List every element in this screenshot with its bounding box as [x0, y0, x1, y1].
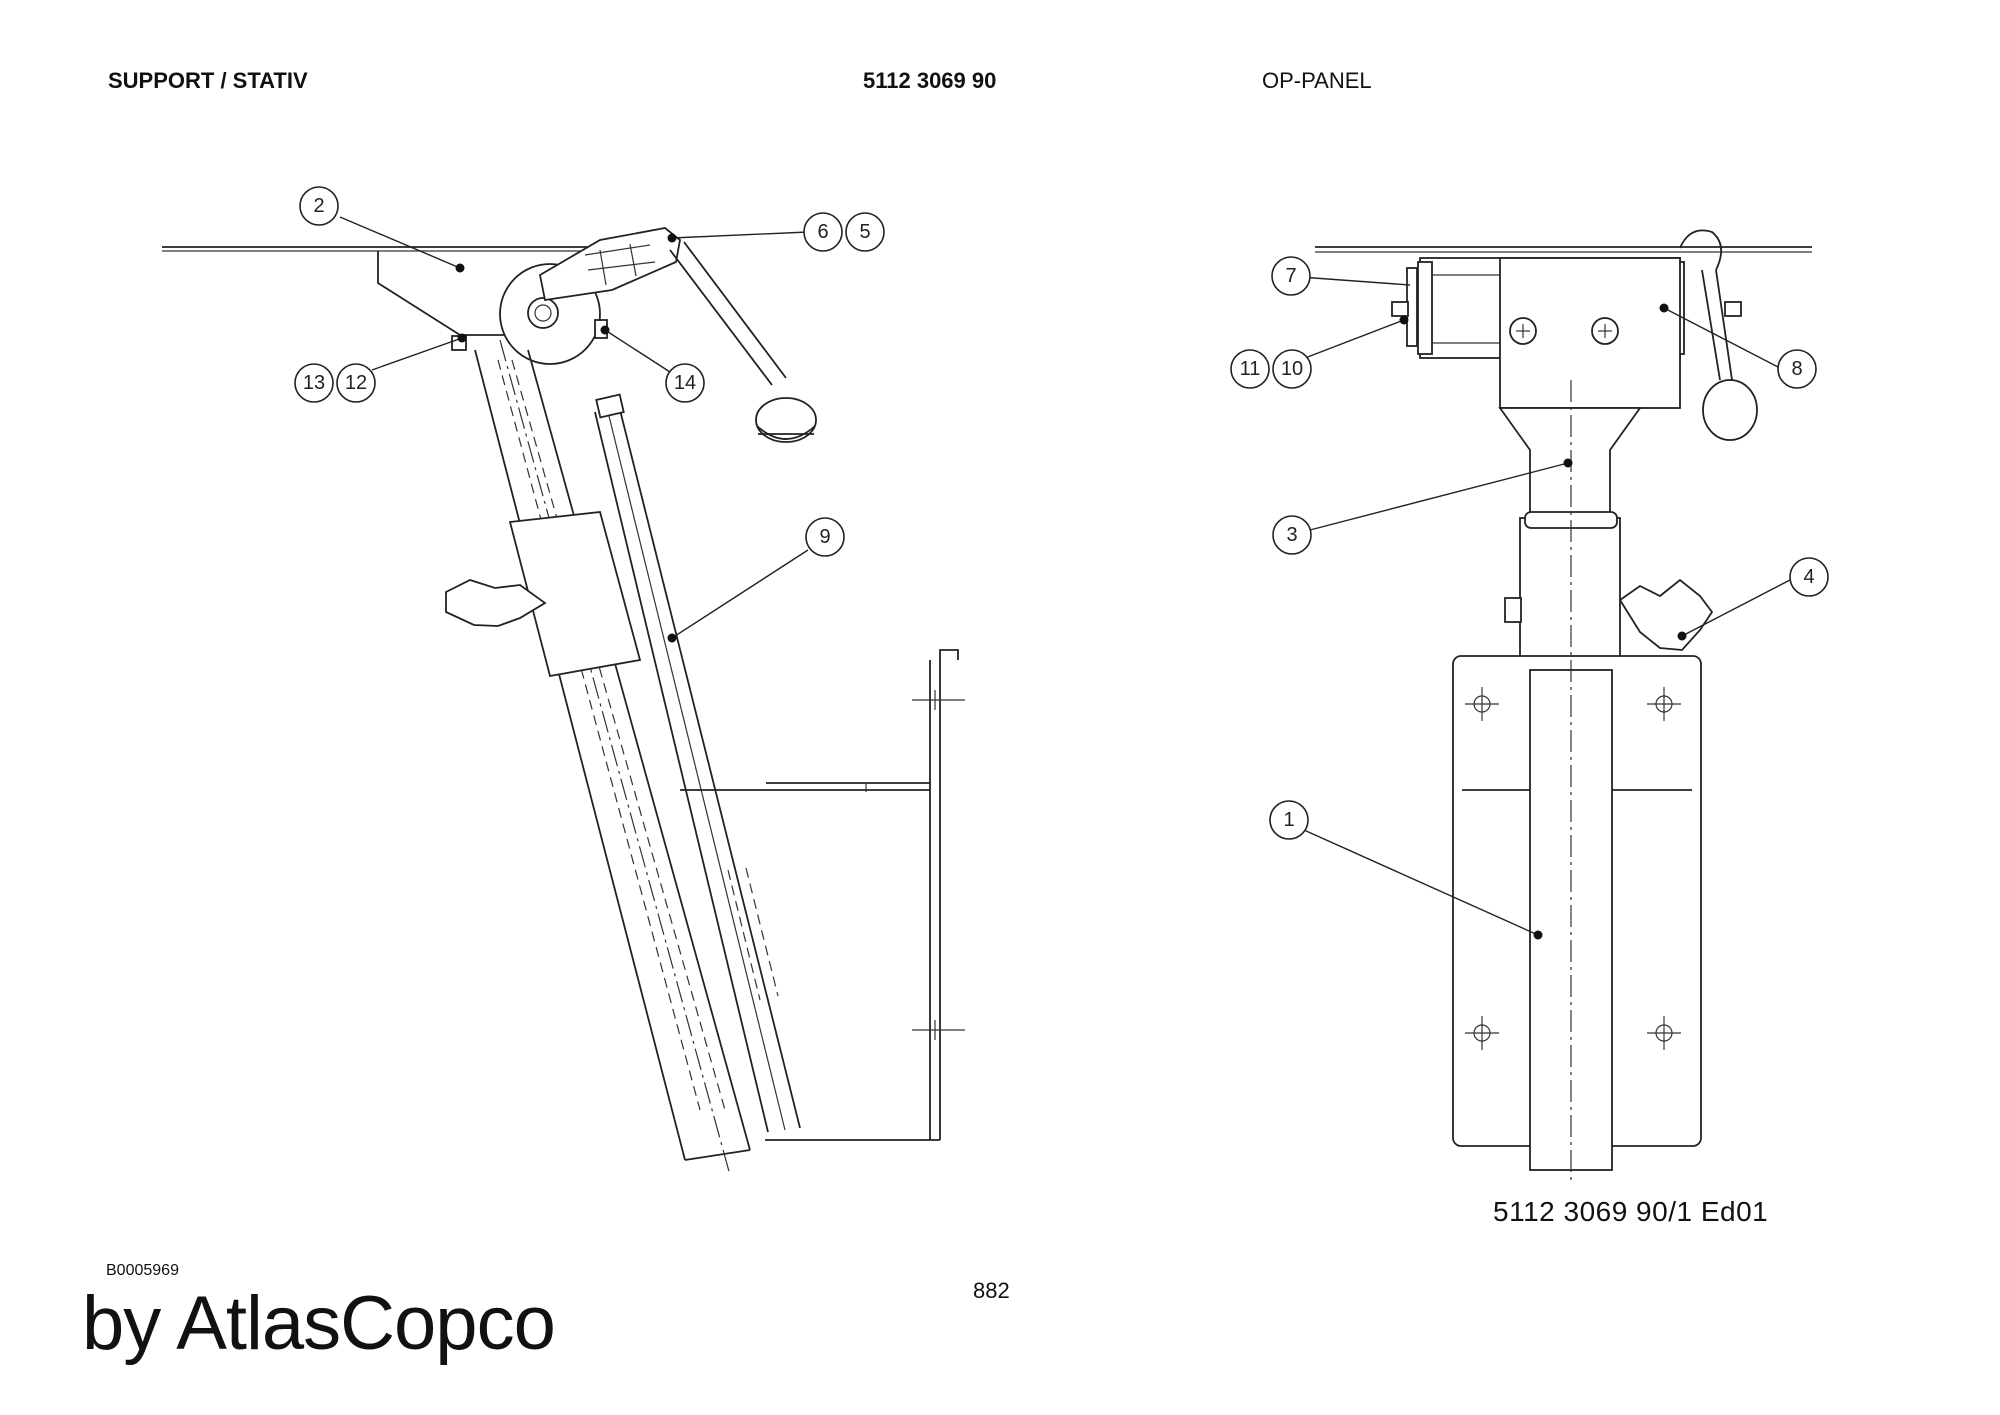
callout-label: 10: [1281, 358, 1303, 380]
callout-label: 1: [1283, 809, 1294, 831]
callout-label: 8: [1791, 358, 1802, 380]
page-number: 882: [973, 1278, 1010, 1303]
front-view: [1315, 229, 1812, 1180]
callout-2: 2: [299, 186, 339, 226]
document-code: B0005969: [106, 1262, 179, 1279]
callout-1: 1: [1269, 800, 1309, 840]
brand-watermark: by AtlasCopco: [82, 1281, 556, 1366]
callout-label: 2: [313, 195, 324, 217]
callout-14: 14: [665, 363, 705, 403]
callout-12: 12: [336, 363, 376, 403]
callout-6: 6: [803, 212, 843, 252]
callout-label: 12: [345, 372, 367, 394]
page-title: SUPPORT / STATIV: [108, 68, 308, 93]
callout-label: 4: [1803, 566, 1814, 588]
callout-13: 13: [294, 363, 334, 403]
callout-label: 7: [1285, 265, 1296, 287]
callout-8: 8: [1777, 349, 1817, 389]
callout-label: 14: [674, 372, 696, 394]
callout-label: 9: [819, 526, 830, 548]
callout-11: 11: [1230, 349, 1270, 389]
callout-10: 10: [1272, 349, 1312, 389]
callout-label: 6: [817, 221, 828, 243]
callout-5: 5: [845, 212, 885, 252]
callout-label: 5: [859, 221, 870, 243]
leader-lines: [339, 216, 1791, 940]
callout-3: 3: [1272, 515, 1312, 555]
callout-label: 13: [303, 372, 325, 394]
section-title: OP-PANEL: [1262, 68, 1372, 93]
callout-label: 3: [1286, 524, 1297, 546]
side-view: [162, 227, 965, 1176]
callout-7: 7: [1271, 256, 1311, 296]
part-number: 5112 3069 90: [863, 68, 997, 93]
callout-4: 4: [1789, 557, 1829, 597]
callout-9: 9: [805, 517, 845, 557]
callout-label: 11: [1240, 358, 1261, 380]
drawing-reference: 5112 3069 90/1 Ed01: [1493, 1196, 1769, 1227]
